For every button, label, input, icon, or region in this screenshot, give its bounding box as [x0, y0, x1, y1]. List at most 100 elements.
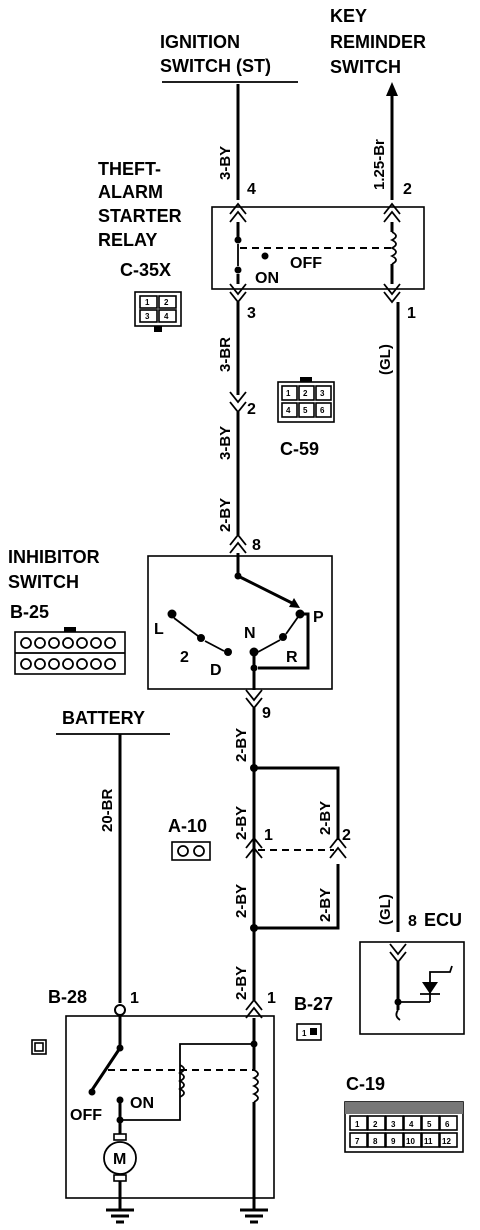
inhibitor-selector-arrow [289, 598, 300, 608]
theft-relay-label-line4: RELAY [98, 230, 157, 250]
relay-off-label: OFF [290, 255, 322, 272]
svg-text:1: 1 [286, 389, 291, 398]
inhibitor-p-label: P [313, 609, 324, 626]
wire-label-125br: 1.25-Br [371, 139, 388, 190]
wire-label-2by-a: 2-BY [217, 498, 234, 532]
connector-b28-label: B-28 [48, 987, 87, 1007]
relay-coil [389, 231, 397, 265]
wire-label-gl-top: (GL) [377, 344, 394, 375]
svg-text:8: 8 [373, 1137, 378, 1146]
inhibitor-connector-chevrons-bottom [245, 689, 263, 710]
inhibitor-switch-box [147, 555, 333, 690]
svg-text:12: 12 [442, 1137, 451, 1146]
svg-text:4: 4 [409, 1120, 414, 1129]
svg-text:3: 3 [391, 1120, 396, 1129]
connector-c59-icon: 1 2 3 4 5 6 [277, 377, 335, 423]
inhibitor-selector-arm [237, 574, 297, 607]
theft-relay-label-line3: STARTER [98, 206, 182, 226]
relay-contact-dot-lower [234, 266, 242, 274]
connector-b27-pin-1: 1 [267, 990, 276, 1007]
ecu-diode [422, 982, 438, 994]
key-reminder-label-line3: SWITCH [330, 57, 401, 77]
svg-text:1: 1 [302, 1029, 307, 1038]
svg-text:7: 7 [355, 1137, 360, 1146]
relay-connector-chevrons [229, 202, 401, 304]
ecu-label: ECU [424, 910, 462, 930]
inhibitor-contact-r-lead [257, 639, 281, 653]
ecu-box [359, 941, 465, 1035]
starter-box [65, 1015, 275, 1199]
key-reminder-arrow [386, 82, 398, 96]
connector-a10-label: A-10 [168, 816, 207, 836]
ground-icon-right [240, 1208, 268, 1224]
svg-text:3: 3 [320, 389, 325, 398]
relay-pin-2: 2 [403, 181, 412, 198]
key-reminder-label-line1: KEY [330, 6, 367, 26]
inhibitor-junction-dot [250, 664, 258, 672]
ground-icon-left [106, 1208, 134, 1224]
theft-relay-label-line2: ALARM [98, 182, 163, 202]
wire-label-2by-g: 2-BY [233, 966, 250, 1000]
relay-pin-1: 1 [407, 305, 416, 322]
connector-b28-terminal [114, 1004, 126, 1016]
connector-a10-chevrons [245, 836, 347, 859]
wire-label-2by-c: 2-BY [233, 806, 250, 840]
ecu-ground-curve [395, 1009, 401, 1021]
svg-text:2: 2 [373, 1120, 378, 1129]
inhibitor-label-line1: INHIBITOR [8, 547, 100, 567]
connector-c19-icon: 1 2 3 4 5 6 7 8 9 10 11 12 [344, 1101, 464, 1153]
motor-label: M [113, 1151, 126, 1168]
starter-on-label: ON [130, 1095, 154, 1112]
wire-label-2by-e: 2-BY [233, 884, 250, 918]
connector-b28-icon [31, 1039, 47, 1055]
starter-coil-junction [250, 1040, 258, 1048]
connector-c59-label: C-59 [280, 439, 319, 459]
connector-b27-icon: 1 [296, 1023, 322, 1041]
relay-pin-3: 3 [247, 305, 256, 322]
svg-text:5: 5 [303, 406, 308, 415]
inhibitor-n-label: N [244, 625, 256, 642]
inhibitor-contact-r [279, 633, 287, 641]
relay-contact-dot-upper [234, 236, 242, 244]
svg-text:1: 1 [355, 1120, 360, 1129]
relay-on-label: ON [255, 270, 279, 287]
inhibitor-contact-d [224, 648, 232, 656]
connector-a10-pin-1: 1 [264, 827, 273, 844]
svg-text:10: 10 [406, 1137, 415, 1146]
ignition-switch-label-line2: SWITCH (ST) [160, 56, 271, 76]
wire-2by-loop-upper [254, 766, 340, 840]
svg-text:3: 3 [145, 312, 150, 321]
wire-label-3br: 3-BR [217, 337, 234, 372]
inhibitor-connector-chevrons-top [229, 533, 247, 554]
connector-c35x-label: C-35X [120, 260, 171, 280]
relay-pin-4: 4 [247, 181, 256, 198]
svg-text:4: 4 [286, 406, 291, 415]
inhibitor-p-link [258, 612, 310, 670]
svg-text:4: 4 [164, 312, 169, 321]
junction-lower [250, 924, 258, 932]
inhibitor-contact-p-lead [285, 616, 299, 635]
wire-label-gl-bottom: (GL) [377, 894, 394, 925]
starter-switch-arm [90, 1047, 122, 1091]
svg-text:6: 6 [445, 1120, 450, 1129]
connector-b25-label: B-25 [10, 602, 49, 622]
ecu-pin-8: 8 [408, 913, 417, 930]
theft-relay-label-line1: THEFT- [98, 159, 161, 179]
inhibitor-contact-l-lead [173, 617, 199, 637]
inhibitor-contact-2-lead [204, 640, 225, 652]
key-reminder-label-line2: REMINDER [330, 32, 426, 52]
connector-b28-pin-1: 1 [130, 990, 139, 1007]
connector-a10-icon [171, 841, 211, 861]
motor-brush-top [113, 1133, 127, 1141]
inhibitor-l-label: L [154, 621, 164, 638]
inhibitor-contact-2 [197, 634, 205, 642]
connector-a10-pin-2: 2 [342, 827, 351, 844]
svg-text:5: 5 [427, 1120, 432, 1129]
inhibitor-pin-9: 9 [262, 705, 271, 722]
svg-text:2: 2 [303, 389, 308, 398]
theft-relay-box [211, 206, 425, 290]
starter-coil-right [251, 1069, 259, 1103]
inhibitor-contact-l [167, 609, 177, 619]
motor-brush-bottom [113, 1174, 127, 1182]
connector-c59-pin-2: 2 [247, 401, 256, 418]
